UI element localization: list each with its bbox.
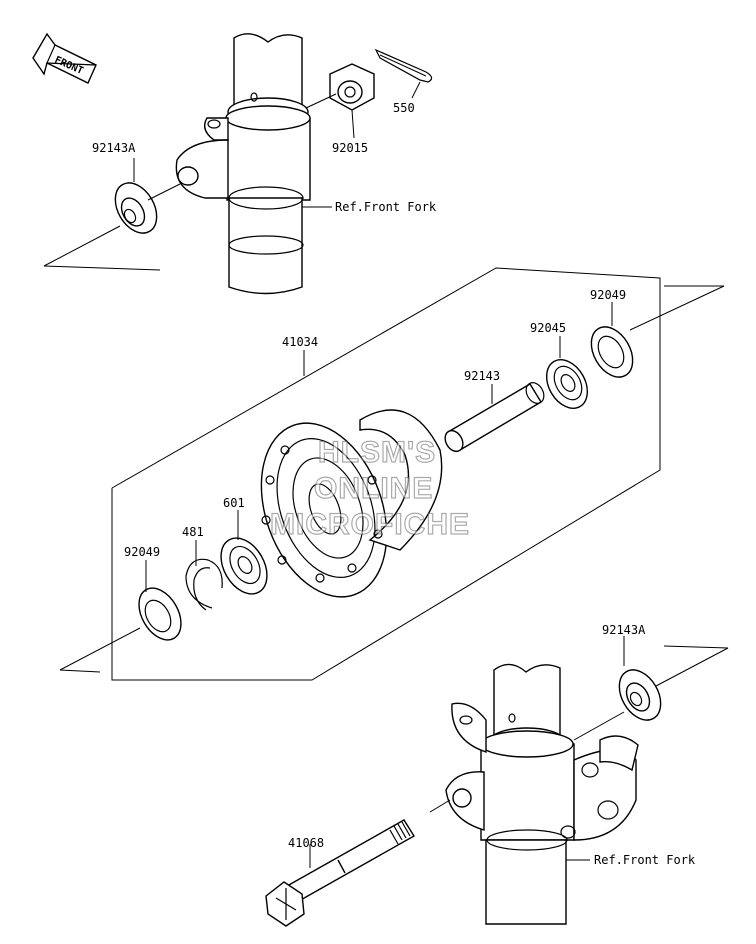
axle-41068 xyxy=(265,819,415,927)
watermark: HLSM'S ONLINE MICROFICHE xyxy=(269,435,470,541)
label-92049-right: 92049 xyxy=(590,288,626,302)
seal-92049-left xyxy=(138,587,182,641)
label-ref-front-fork-top: Ref.Front Fork xyxy=(335,200,437,214)
label-92143: 92143 xyxy=(464,369,500,383)
front-arrow-icon: FRONT xyxy=(32,32,97,84)
label-41068: 41068 xyxy=(288,836,324,850)
front-hub-41034 xyxy=(260,409,443,598)
label-ref-front-fork-bottom: Ref.Front Fork xyxy=(594,853,696,867)
label-481: 481 xyxy=(182,525,204,539)
watermark-line-2: ONLINE xyxy=(314,472,433,505)
label-92045: 92045 xyxy=(530,321,566,335)
leader-lines xyxy=(43,81,729,868)
cotter-pin-550 xyxy=(374,48,433,83)
label-92143A-top: 92143A xyxy=(92,141,136,155)
watermark-line-1: HLSM'S xyxy=(318,436,436,469)
bearing-601 xyxy=(220,537,268,595)
label-601: 601 xyxy=(223,496,245,510)
label-41034: 41034 xyxy=(282,335,318,349)
front-fork-left xyxy=(175,33,311,295)
collar-92015 xyxy=(329,63,375,111)
label-550: 550 xyxy=(393,101,415,115)
hub-assembly-frame xyxy=(111,267,661,681)
part-labels: 92143A 92015 550 Ref.Front Fork 41034 92… xyxy=(92,101,696,867)
label-92143A-bottom: 92143A xyxy=(602,623,646,637)
label-92015: 92015 xyxy=(332,141,368,155)
front-fork-right xyxy=(445,663,639,925)
collar-92143A-bottom xyxy=(618,669,662,721)
circlip-481 xyxy=(185,558,223,611)
spacer-92143 xyxy=(444,382,545,453)
seal-92049-right xyxy=(590,326,634,378)
bearing-92045 xyxy=(546,359,588,409)
watermark-line-3: MICROFICHE xyxy=(270,508,470,541)
collar-92143A-top xyxy=(114,182,158,234)
label-92049-left: 92049 xyxy=(124,545,160,559)
